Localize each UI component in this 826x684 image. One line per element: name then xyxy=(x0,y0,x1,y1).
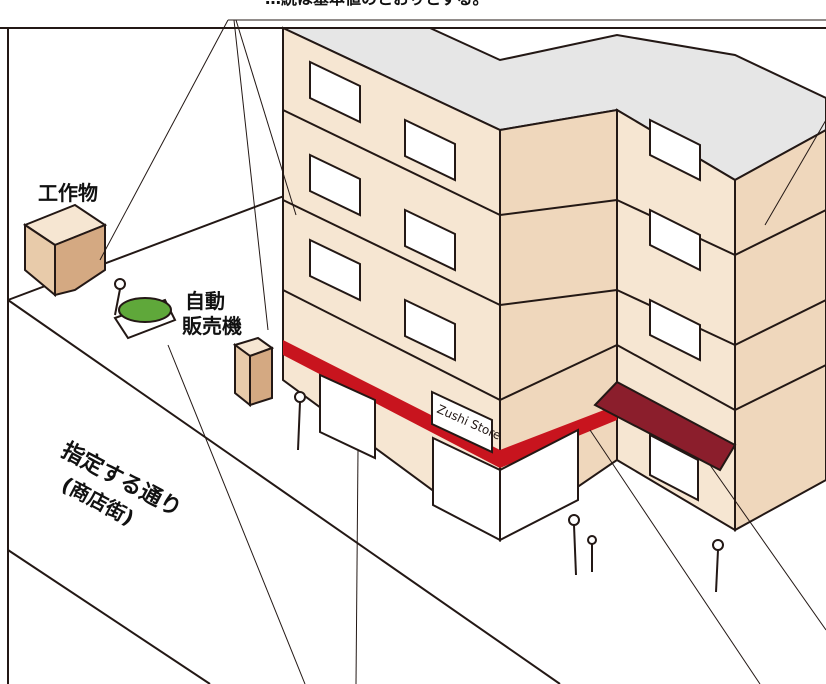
planter xyxy=(113,297,177,340)
building xyxy=(282,26,826,542)
shop-sign-board xyxy=(431,390,493,454)
structure-label: 工作物 xyxy=(38,181,98,205)
pedestrians xyxy=(114,278,724,593)
structure-object xyxy=(22,203,108,298)
glass-doors xyxy=(432,428,579,542)
building-far-face xyxy=(734,128,826,532)
vending-label-line1: 自動 xyxy=(185,289,225,313)
vending-machine xyxy=(232,336,275,408)
right-windows xyxy=(649,118,701,362)
left-windows xyxy=(309,60,456,362)
vending-label-line2: 販売機 xyxy=(182,314,242,338)
storefront-window xyxy=(319,373,376,460)
header-caption: …続は基本値のとおりとする。 xyxy=(265,0,489,8)
right-window xyxy=(649,433,699,502)
leader-lines xyxy=(99,19,826,684)
awning xyxy=(593,380,737,472)
